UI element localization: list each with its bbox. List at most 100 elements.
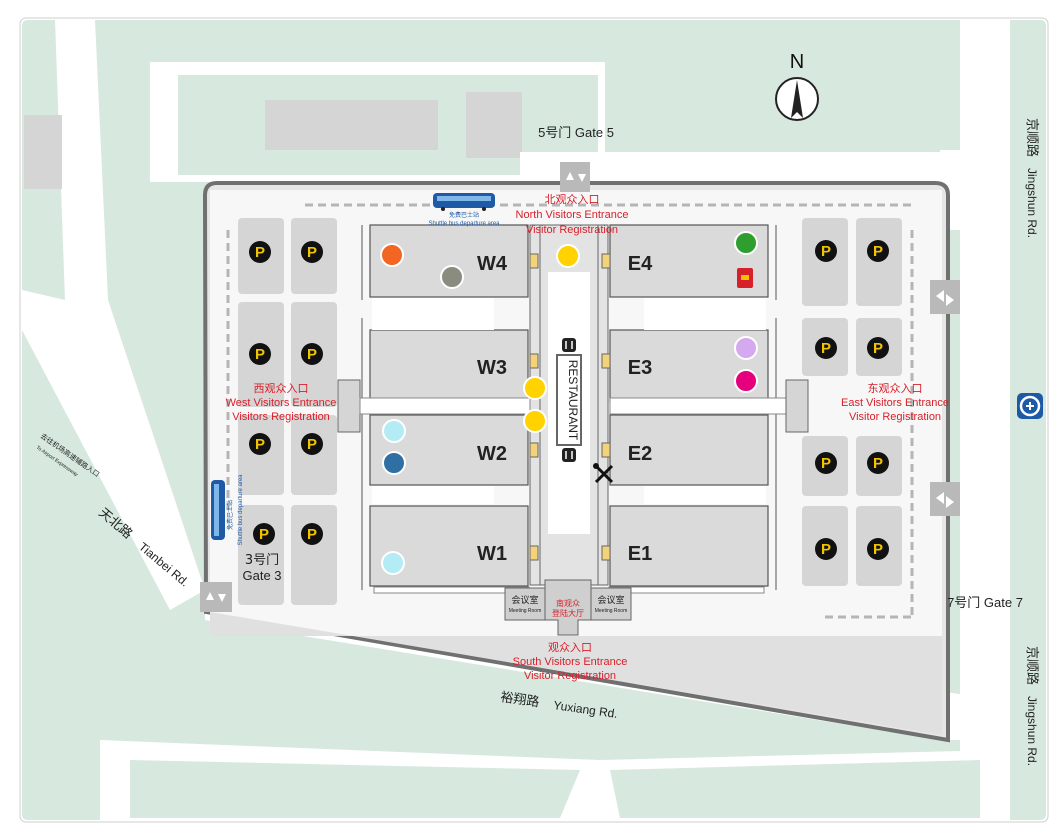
svg-text:P: P: [821, 455, 831, 472]
shuttle-north-en: Shuttle bus departure area: [428, 221, 500, 227]
hall-w3[interactable]: [369, 329, 529, 403]
south-grass-2: [610, 760, 980, 818]
shuttle-west-en: Shuttle bus departure area: [238, 474, 244, 546]
parking-icon: P: [301, 433, 323, 455]
restaurant-icon: [562, 338, 576, 352]
svg-text:P: P: [255, 244, 265, 261]
meeting-room-east[interactable]: [590, 587, 632, 621]
yellow-dot-w3[interactable]: [523, 376, 547, 400]
yellow-dot-w2[interactable]: [523, 409, 547, 433]
south-hall-cn1: 南观众: [556, 598, 580, 608]
lilac-dot[interactable]: [734, 336, 758, 360]
cyan-dot-w1[interactable]: [381, 551, 405, 575]
parking-icon: P: [867, 337, 889, 359]
gate5-label: 5号门 Gate 5: [538, 125, 614, 140]
svg-text:Visitors Registration: Visitors Registration: [232, 411, 330, 423]
east-gate-arrows-2: [930, 482, 960, 516]
parking-icon: P: [249, 433, 271, 455]
west-entrance-label: 西观众入口 West Visitors Entrance Visitors Re…: [226, 382, 337, 423]
hall-gap-e2: [644, 486, 766, 504]
svg-text:观众入口: 观众入口: [548, 641, 592, 654]
hall-label-e3: E3: [628, 357, 652, 379]
svg-text:P: P: [873, 243, 883, 260]
meeting-room-east-cn: 会议室: [597, 594, 624, 606]
svg-text:P: P: [255, 346, 265, 363]
north-entrance-label: 北观众入口 North Visitors Entrance Visitor Re…: [516, 193, 629, 236]
blue-dot-w2[interactable]: [382, 451, 406, 475]
east-entrance-label: 东观众入口 East Visitors Entrance Visitor Reg…: [841, 382, 949, 423]
parking-icon: P: [815, 337, 837, 359]
shuttle-bus-north: 免费巴士站 Shuttle bus departure area: [428, 193, 500, 227]
hall-e1[interactable]: [609, 505, 769, 587]
south-hall-cn2: 登陆大厅: [552, 608, 584, 618]
parking-icons: P P P P P P P P P P P P P P P P: [249, 240, 889, 560]
meeting-room-west-cn: 会议室: [511, 594, 538, 606]
parking-icon: P: [815, 240, 837, 262]
svg-text:京顺路: 京顺路: [1024, 118, 1040, 157]
svg-text:P: P: [873, 340, 883, 357]
svg-text:Jingshun Rd.: Jingshun Rd.: [1025, 696, 1039, 766]
parking-icon: P: [815, 452, 837, 474]
restaurant-box: [556, 354, 582, 446]
west-building: [24, 115, 62, 189]
west-entrance-walk: [359, 397, 531, 415]
magenta-dot[interactable]: [734, 369, 758, 393]
svg-text:京顺路: 京顺路: [1024, 646, 1040, 685]
yellow-dot-north[interactable]: [556, 244, 580, 268]
hall-label-w1: W1: [477, 543, 507, 565]
gray-dot[interactable]: [440, 265, 464, 289]
svg-text:P: P: [259, 526, 269, 543]
hall-label-w3: W3: [477, 357, 507, 379]
svg-text:P: P: [821, 243, 831, 260]
meeting-room-west[interactable]: [504, 587, 546, 621]
parking-icon: P: [867, 240, 889, 262]
svg-text:P: P: [307, 526, 317, 543]
shuttle-bus-west: 免费巴士站 Shuttle bus departure area: [211, 474, 244, 546]
hall-gap-w2: [372, 486, 494, 504]
south-entrance-label: 观众入口 South Visitors Entrance Visitor Reg…: [513, 641, 628, 682]
svg-text:P: P: [307, 244, 317, 261]
svg-text:西观众入口: 西观众入口: [254, 382, 309, 395]
meeting-room-west-en: Meeting Room: [509, 608, 542, 614]
svg-text:裕翔路: 裕翔路: [499, 689, 540, 710]
gate7-label: 7号门 Gate 7: [947, 595, 1023, 610]
south-grass-1: [130, 760, 580, 818]
svg-text:North Visitors Entrance: North Visitors Entrance: [516, 209, 629, 221]
svg-text:P: P: [873, 541, 883, 558]
west-entrance-block: [337, 379, 361, 433]
parking-icon: P: [249, 241, 271, 263]
svg-text:P: P: [255, 436, 265, 453]
hall-e2[interactable]: [609, 414, 769, 486]
svg-text:P: P: [873, 455, 883, 472]
meeting-room-east-en: Meeting Room: [595, 608, 628, 614]
jingshun-bottom-label: 京顺路 Jingshun Rd.: [1024, 646, 1040, 766]
south-hall[interactable]: [544, 579, 592, 636]
svg-text:P: P: [307, 346, 317, 363]
green-dot[interactable]: [734, 231, 758, 255]
hall-label-e1: E1: [628, 543, 652, 565]
parking-icon: P: [301, 343, 323, 365]
north-building-1: [265, 100, 438, 150]
hall-label-w2: W2: [477, 443, 507, 465]
hall-label-w4: W4: [477, 253, 508, 275]
gate5-road: [520, 152, 960, 182]
restaurant-label: RESTAURANT: [566, 360, 580, 441]
gate5-arrows: [560, 162, 590, 192]
orange-dot[interactable]: [380, 243, 404, 267]
hall-label-e4: E4: [628, 253, 653, 275]
gate3-label-cn: 3号门: [245, 553, 279, 568]
tianbei-road: [22, 20, 205, 610]
parking-icon: P: [301, 523, 323, 545]
door-markers: [529, 253, 611, 561]
tools-icon: [593, 463, 614, 484]
cyan-dot-w2[interactable]: [382, 419, 406, 443]
gate3-arrows: [200, 582, 232, 612]
jingshun-top-label: 京顺路 Jingshun Rd.: [1024, 118, 1040, 238]
svg-text:北观众入口: 北观众入口: [545, 193, 600, 206]
shuttle-west-cn: 免费巴士站: [226, 500, 234, 530]
gate3-label-en: Gate 3: [242, 568, 281, 583]
shuttle-north-cn: 免费巴士站: [449, 211, 479, 219]
south-plaza: [210, 612, 942, 735]
svg-text:Visitor Registration: Visitor Registration: [849, 411, 941, 423]
